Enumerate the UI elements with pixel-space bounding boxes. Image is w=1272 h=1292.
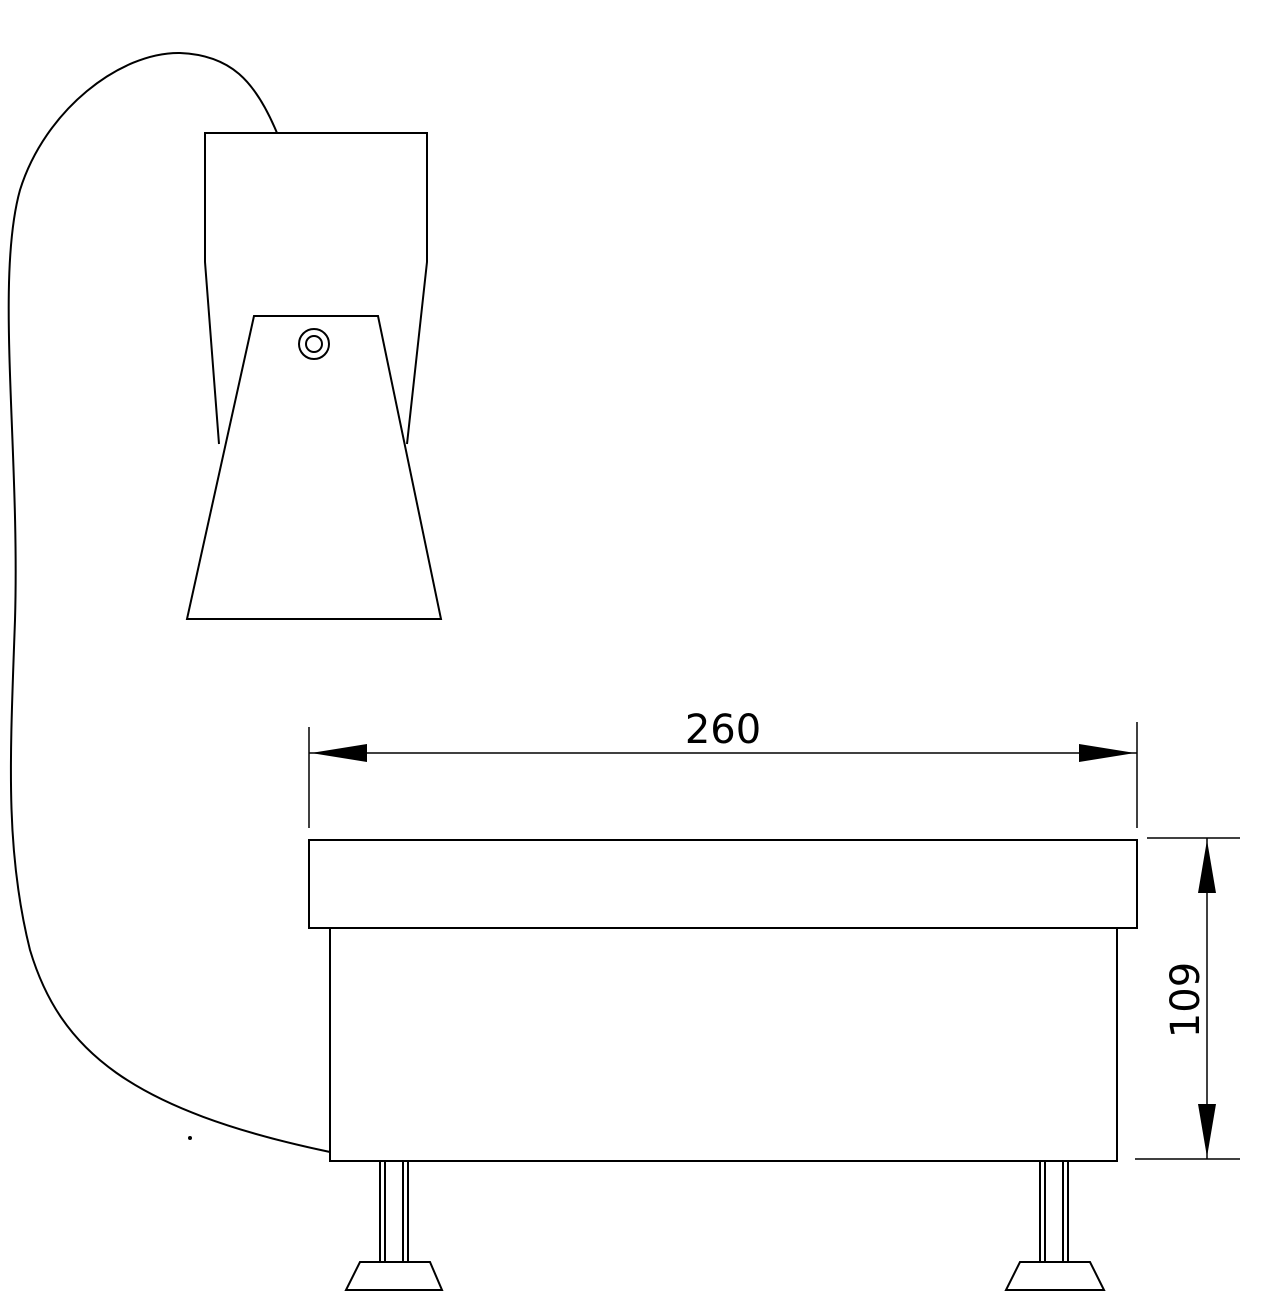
right-leg xyxy=(1039,1161,1069,1262)
height-arrow-bottom xyxy=(1198,1104,1216,1157)
power-cable xyxy=(7,51,331,1153)
width-dimension-label: 260 xyxy=(685,707,761,753)
height-dimension-label: 109 xyxy=(1163,962,1209,1038)
stray-dot xyxy=(188,1136,192,1140)
width-arrow-right xyxy=(1079,744,1135,762)
base-top-plate xyxy=(308,839,1138,929)
lamp-upper-housing xyxy=(204,132,428,445)
left-foot xyxy=(344,1261,444,1291)
height-arrow-top xyxy=(1198,840,1216,893)
right-foot xyxy=(1004,1261,1106,1291)
base-body xyxy=(329,927,1118,1162)
lamp-shade xyxy=(185,315,443,620)
left-leg xyxy=(379,1161,409,1262)
lamp-knob-icon xyxy=(298,328,330,360)
width-arrow-left xyxy=(311,744,367,762)
